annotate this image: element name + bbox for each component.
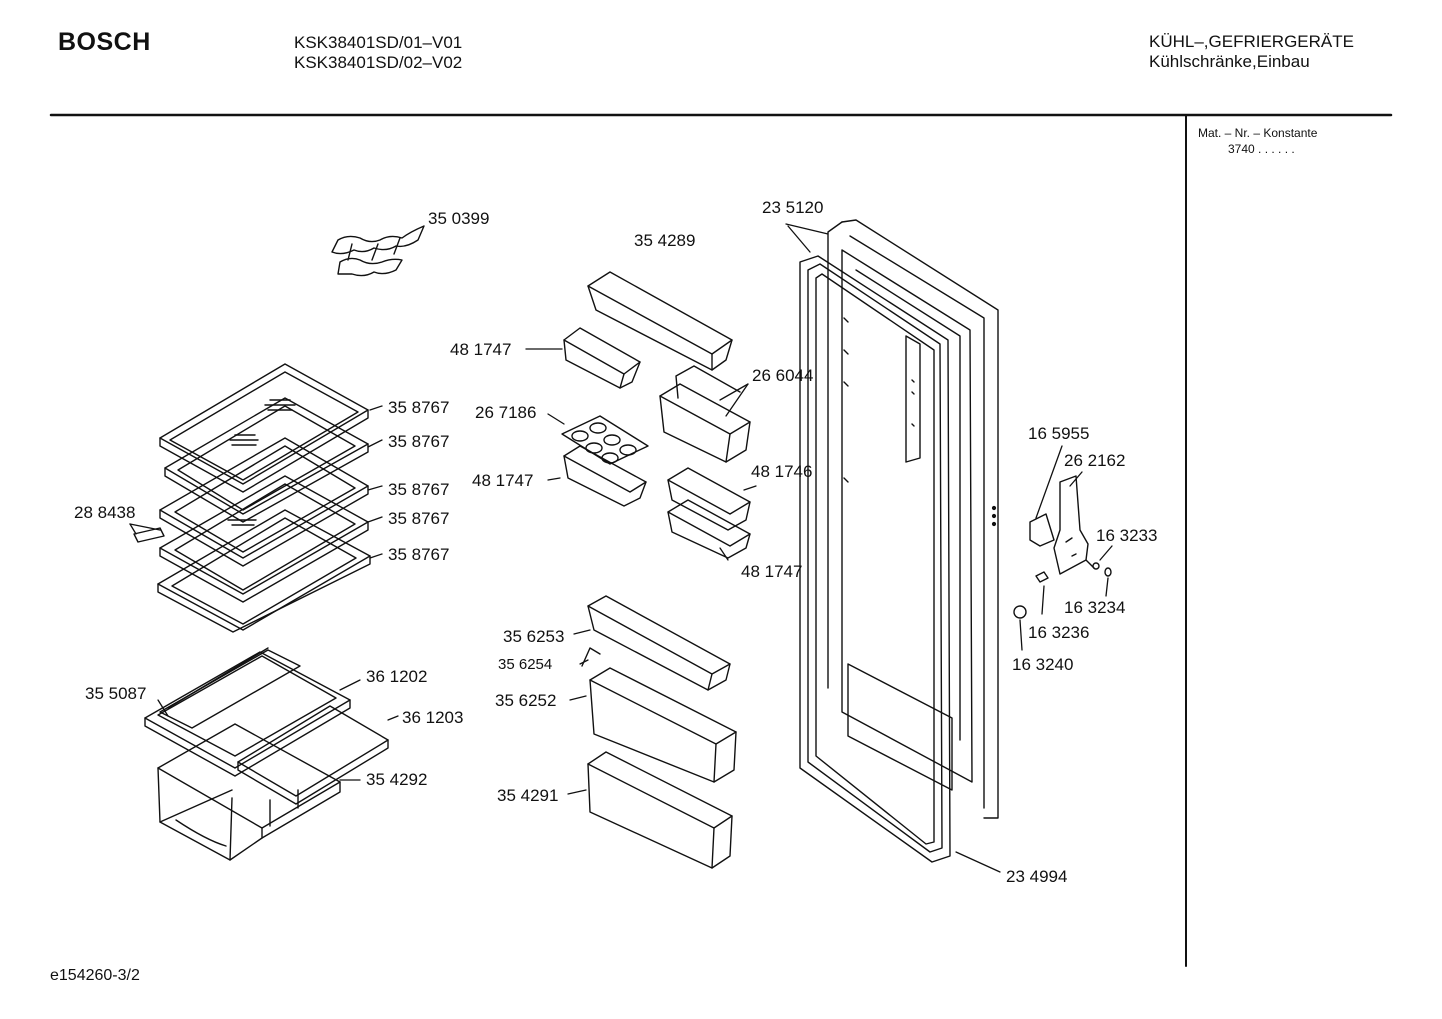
part-label-163233: 16 3233 [1096, 526, 1158, 545]
model-number-2: KSK38401SD/02–V02 [294, 53, 463, 72]
part-label-358767-2: 35 8767 [388, 432, 450, 451]
part-label-163234: 16 3234 [1064, 598, 1126, 617]
part-label-354292: 35 4292 [366, 770, 428, 789]
part-label-356252: 35 6252 [495, 691, 557, 710]
clip-part-350399 [331, 225, 425, 277]
brand-logo: BOSCH [58, 28, 151, 56]
mat-number-label: Mat. – Nr. – Konstante [1198, 126, 1318, 140]
part-label-358767-3: 35 8767 [388, 480, 450, 499]
part-label-163236: 16 3236 [1028, 623, 1090, 642]
part-label-350399: 35 0399 [428, 209, 490, 228]
leader-lines [129, 223, 1113, 873]
bin-part-266044 [659, 365, 751, 463]
part-label-355087: 35 5087 [85, 684, 147, 703]
crisper-assembly [144, 647, 389, 861]
mat-number-value: 3740 . . . . . . [1228, 142, 1295, 156]
part-label-163240: 16 3240 [1012, 655, 1074, 674]
subcategory-title: Kühlschränke,Einbau [1149, 52, 1310, 71]
door-panel-235120 [827, 219, 999, 819]
part-label-266044: 26 6044 [752, 366, 814, 385]
part-label-361202: 36 1202 [366, 667, 428, 686]
part-label-481746: 48 1746 [751, 462, 813, 481]
part-label-358767-5: 35 8767 [388, 545, 450, 564]
part-label-481747-middle: 48 1747 [472, 471, 534, 490]
part-label-288438: 28 8438 [74, 503, 136, 522]
part-label-356253: 35 6253 [503, 627, 565, 646]
part-label-234994: 23 4994 [1006, 867, 1068, 886]
part-label-356254: 35 6254 [498, 656, 553, 673]
door-bins-lower [581, 595, 737, 869]
document-id: e154260-3/2 [50, 967, 140, 984]
part-label-361203: 36 1203 [402, 708, 464, 727]
glass-shelf-stack [157, 363, 371, 633]
door-gasket-234994 [799, 255, 951, 863]
part-label-481747-lower: 48 1747 [741, 562, 803, 581]
part-label-267186: 26 7186 [475, 403, 537, 422]
part-label-358767-4: 35 8767 [388, 509, 450, 528]
bins-481746 [667, 467, 751, 559]
strip-part-288438 [129, 523, 165, 543]
category-title: KÜHL–,GEFRIERGERÄTE [1149, 32, 1354, 51]
door-bins-upper [563, 271, 733, 389]
part-label-481747-upper: 48 1747 [450, 340, 512, 359]
part-label-262162: 26 2162 [1064, 451, 1126, 470]
egg-tray-and-bin [561, 415, 649, 507]
part-label-354289: 35 4289 [634, 231, 696, 250]
model-number-1: KSK38401SD/01–V01 [294, 33, 463, 52]
part-label-358767-1: 35 8767 [388, 398, 450, 417]
part-label-235120: 23 5120 [762, 198, 824, 217]
hinge-assembly [1013, 475, 1112, 619]
part-label-165955: 16 5955 [1028, 424, 1090, 443]
part-label-354291: 35 4291 [497, 786, 559, 805]
